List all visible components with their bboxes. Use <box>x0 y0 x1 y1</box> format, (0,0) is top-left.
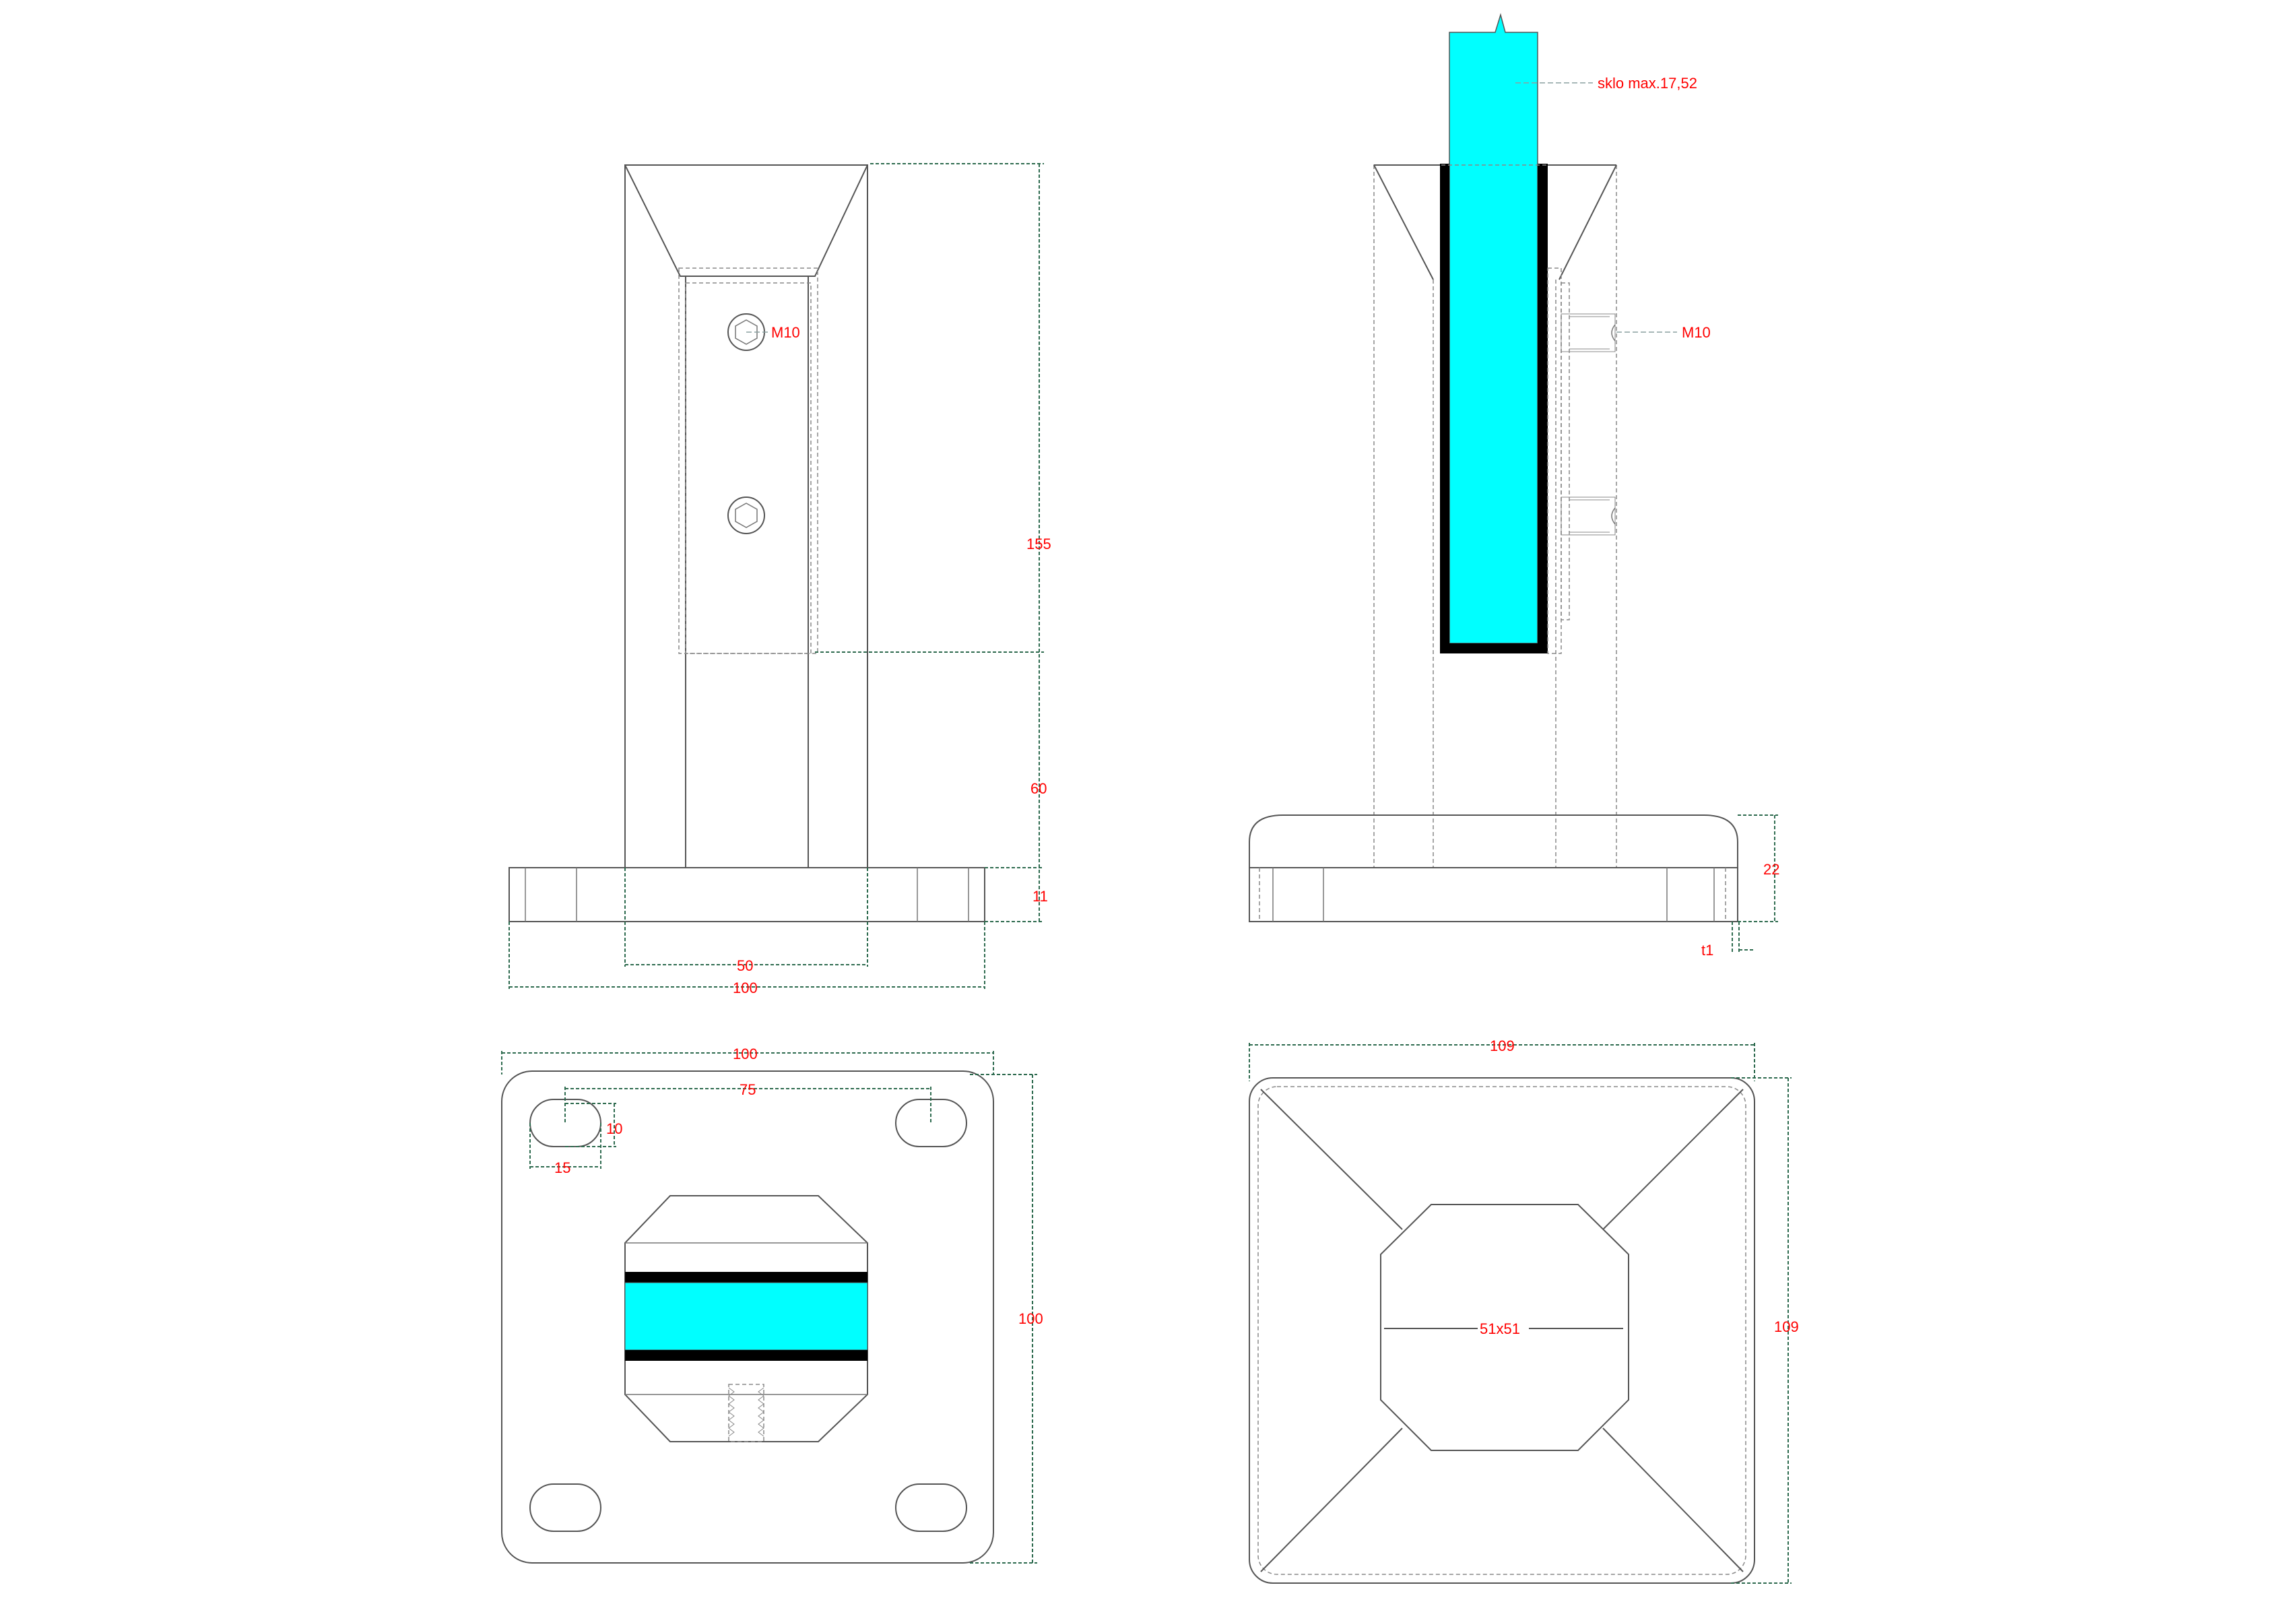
dim-75: 75 <box>740 1081 756 1098</box>
top-gasket-lower <box>625 1350 867 1361</box>
front-post <box>624 164 868 868</box>
cover-outline <box>1249 1077 1755 1584</box>
side-cover <box>1249 814 1738 922</box>
slot-top-right <box>895 1099 967 1147</box>
dim-t1: t1 <box>1701 942 1713 959</box>
dim-51x51: 51x51 <box>1480 1320 1520 1337</box>
top-view: 100 75 10 15 100 <box>501 1046 1043 1564</box>
top-gasket-upper <box>625 1272 867 1283</box>
glass-label: sklo max.17,52 <box>1598 75 1697 92</box>
dim-100-front: 100 <box>733 980 758 996</box>
dim-100-top-width: 100 <box>733 1046 758 1062</box>
top-glass <box>624 1282 868 1351</box>
dim-22: 22 <box>1763 861 1779 878</box>
side-bolt-upper <box>1561 313 1616 352</box>
slot-bottom-left <box>529 1483 601 1532</box>
dim-15: 15 <box>554 1159 570 1176</box>
dim-109-height: 109 <box>1774 1318 1799 1335</box>
cover-octagon-opening <box>1380 1204 1629 1451</box>
cover-view: 51x51 109 109 <box>1249 1037 1799 1584</box>
dim-10: 10 <box>606 1120 622 1137</box>
front-clamp-block <box>678 267 818 654</box>
top-bolt <box>728 1384 764 1442</box>
top-base-plate <box>501 1070 994 1564</box>
dim-155: 155 <box>1026 536 1051 552</box>
slot-top-left <box>529 1099 601 1147</box>
side-thread-label: M10 <box>1682 324 1711 341</box>
dim-100-top-height: 100 <box>1018 1310 1043 1327</box>
front-base-plate <box>509 867 985 922</box>
dim-109-width: 109 <box>1490 1037 1515 1054</box>
glass-pane <box>1449 13 1538 644</box>
dim-50: 50 <box>737 957 753 974</box>
dim-11: 11 <box>1032 888 1048 905</box>
bolt-lower <box>727 496 765 534</box>
front-view: M10 155 60 11 50 100 <box>509 163 1051 996</box>
dim-60: 60 <box>1030 780 1047 797</box>
side-view: sklo max.17,52 M10 22 t1 <box>1249 13 1779 959</box>
side-bolt-lower <box>1561 496 1616 536</box>
front-thread-label: M10 <box>771 324 800 341</box>
slot-bottom-right <box>895 1483 967 1532</box>
